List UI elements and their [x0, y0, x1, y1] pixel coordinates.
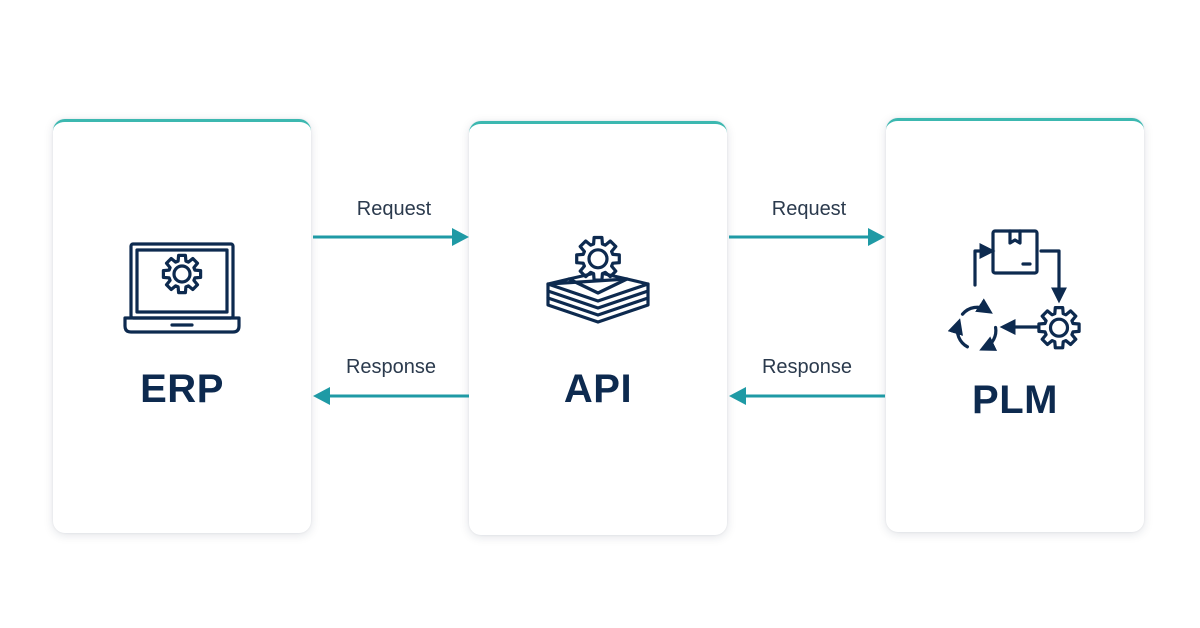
erp-node-card: ERP — [53, 119, 311, 533]
plm-node-label: PLM — [972, 378, 1058, 422]
erp-node-label: ERP — [140, 367, 224, 411]
response-arrow-plm-api — [729, 387, 885, 405]
request-arrow-erp-api — [313, 228, 469, 246]
response-label-api-erp: Response — [345, 356, 437, 378]
api-node-label: API — [563, 367, 633, 411]
laptop-gear-icon — [123, 242, 241, 334]
api-node-card: API — [469, 121, 727, 535]
request-arrow-api-plm — [729, 228, 885, 246]
request-label-api-plm: Request — [771, 198, 847, 220]
plm-node-card: PLM — [886, 118, 1144, 532]
response-label-plm-api: Response — [761, 356, 853, 378]
response-arrow-api-erp — [313, 387, 469, 405]
gear-stack-icon — [546, 235, 650, 324]
request-label-erp-api: Request — [356, 198, 432, 220]
product-lifecycle-icon — [947, 229, 1081, 351]
